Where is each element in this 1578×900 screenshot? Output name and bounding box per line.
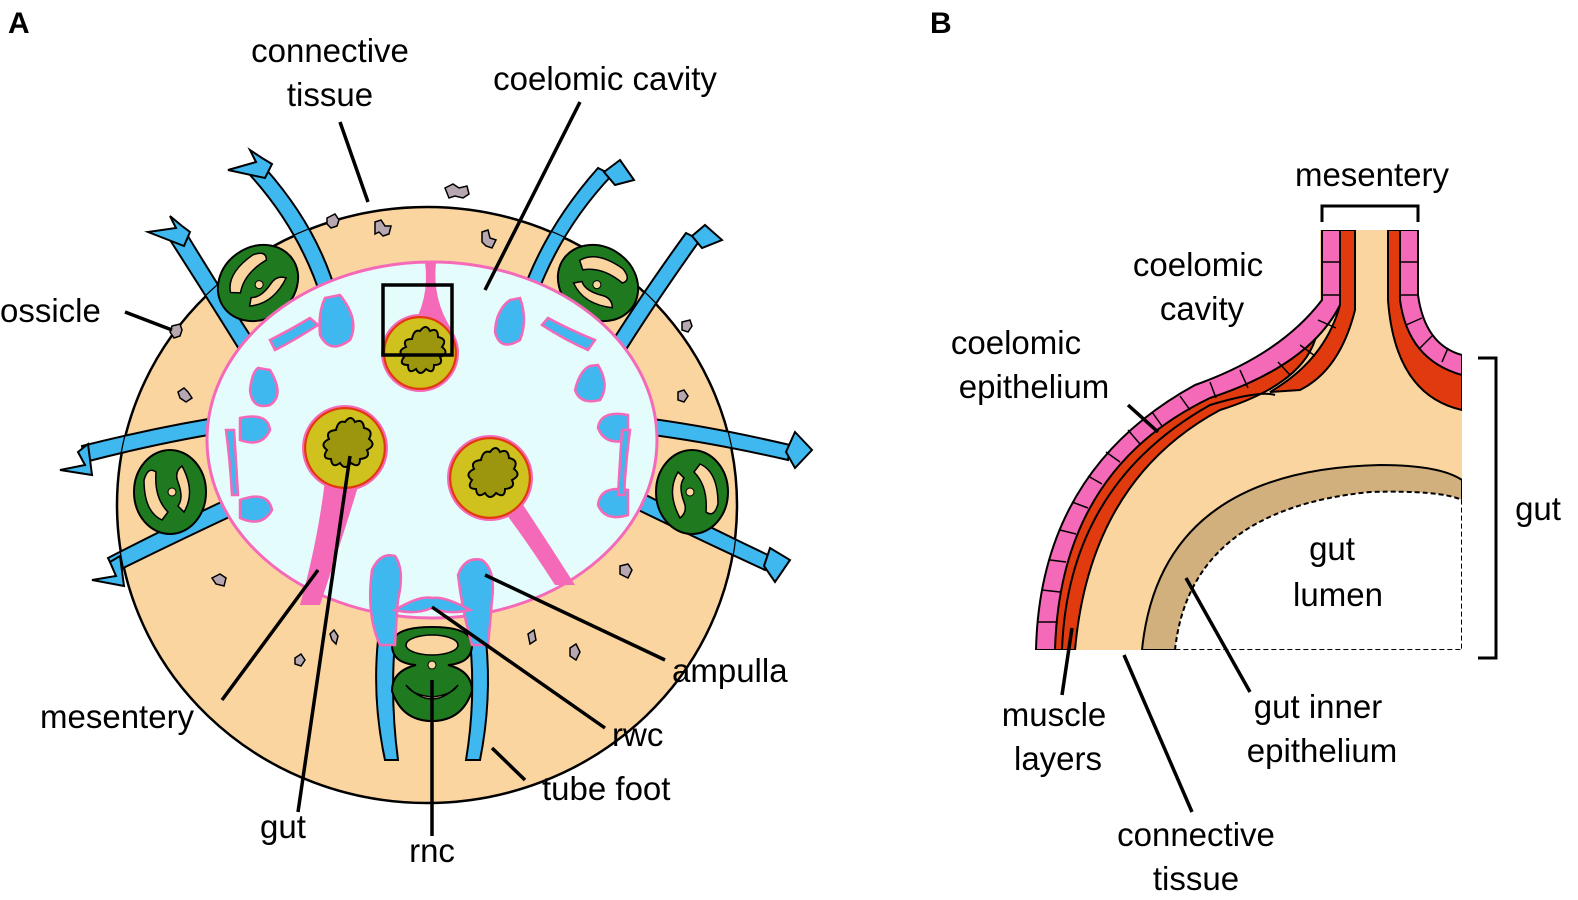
leader-lines — [124, 101, 666, 836]
ampulla — [248, 366, 279, 408]
label-gut-lumen-line2: lumen — [1293, 576, 1383, 613]
tube-foot-tip — [144, 215, 192, 248]
label-rwc: rwc — [612, 716, 663, 753]
label-rnc: rnc — [409, 832, 455, 869]
label-coelomic-cavity-b-line2: cavity — [1160, 290, 1245, 327]
ossicle — [210, 573, 227, 587]
gut-left — [302, 405, 388, 491]
label-muscle-layers-line1: muscle — [1002, 696, 1107, 733]
ossicle — [294, 652, 306, 667]
radial-water-canal — [224, 428, 240, 497]
label-coelomic-cavity-b-line1: coelomic — [1133, 246, 1263, 283]
label-coelomic-cavity: coelomic cavity — [493, 60, 717, 97]
label-ampulla: ampulla — [672, 652, 788, 689]
ossicle — [619, 563, 633, 580]
tube-foot-tip — [602, 158, 636, 187]
coelomic-epithelium-left — [1034, 230, 1341, 650]
ampulla — [368, 554, 403, 647]
label-gut-inner-epithelium-line1: gut inner — [1254, 688, 1382, 725]
magnification-box — [381, 283, 454, 357]
ossicle — [677, 389, 689, 403]
label-ossicle: ossicle — [0, 292, 101, 329]
ossicle — [326, 213, 340, 229]
ampulla — [238, 495, 274, 523]
ossicle — [374, 219, 392, 237]
tube-foot-tip — [690, 223, 724, 250]
gut-lumen — [1173, 490, 1462, 650]
ossicle — [444, 183, 470, 199]
guts — [302, 314, 533, 521]
leader-lines-b — [1060, 403, 1252, 813]
ampulla — [456, 558, 495, 647]
label-muscle-layers-line2: layers — [1014, 740, 1102, 777]
ossicle — [569, 642, 581, 662]
rnc-left — [133, 449, 207, 535]
radial-water-canal — [391, 596, 474, 614]
tube-foot-tip — [784, 430, 814, 470]
label-mesentery-b: mesentery — [1295, 156, 1450, 193]
ossicle — [527, 628, 537, 646]
panel-a-label: A — [8, 7, 30, 40]
gut-wall-detail — [1034, 230, 1462, 650]
labels-a: connective tissue coelomic cavity ossicl… — [0, 32, 788, 869]
label-gut: gut — [260, 808, 306, 845]
label-connective-tissue-b-line1: connective — [1117, 816, 1275, 853]
ossicle — [329, 628, 339, 646]
panel-b: B — [930, 7, 1561, 897]
label-connective-tissue-b-line2: tissue — [1153, 860, 1239, 897]
radial-water-canal — [616, 428, 632, 497]
label-gut-b: gut — [1515, 490, 1561, 527]
ossicle — [481, 229, 498, 249]
label-connective-tissue-line2: tissue — [287, 76, 373, 113]
rnc-right — [655, 449, 729, 535]
radial-water-canal — [268, 316, 321, 352]
ampulla — [493, 296, 526, 346]
ossicle — [177, 387, 194, 403]
gut-top — [381, 314, 459, 392]
label-coelomic-epithelium-line2: epithelium — [959, 368, 1109, 405]
panel-b-label: B — [930, 7, 952, 40]
label-tube-foot: tube foot — [542, 770, 670, 807]
label-coelomic-epithelium-line1: coelomic — [951, 324, 1081, 361]
radial-water-canal — [540, 316, 597, 352]
rnc-upper-left — [216, 243, 300, 323]
ossicles — [169, 183, 693, 667]
label-gut-lumen-line1: gut — [1309, 530, 1355, 567]
labels-b: mesentery coelomic cavity coelomic epith… — [951, 156, 1561, 897]
tube-foot-tip — [59, 442, 94, 477]
mesentery-bracket — [1320, 204, 1420, 222]
rnc-bottom — [390, 625, 474, 723]
tube-foot-tip — [227, 147, 274, 180]
ampulla — [573, 363, 606, 403]
ossicle — [681, 319, 693, 333]
panel-a: A — [0, 7, 814, 869]
gut-bracket — [1478, 356, 1498, 660]
coelomic-epithelium-right — [1399, 230, 1462, 377]
ampullae — [224, 293, 632, 647]
ampulla — [318, 293, 355, 348]
ossicle — [169, 323, 183, 339]
label-gut-inner-epithelium-line2: epithelium — [1247, 732, 1397, 769]
label-mesentery: mesentery — [40, 698, 195, 735]
gut-right — [447, 435, 533, 521]
tube-foot-tip — [91, 554, 126, 588]
ampulla — [238, 415, 272, 444]
epithelial-cell-borders — [1038, 261, 1449, 623]
label-connective-tissue-line1: connective — [251, 32, 409, 69]
radial-nerve-cords — [133, 243, 729, 723]
tube-foot-tip — [762, 546, 792, 584]
